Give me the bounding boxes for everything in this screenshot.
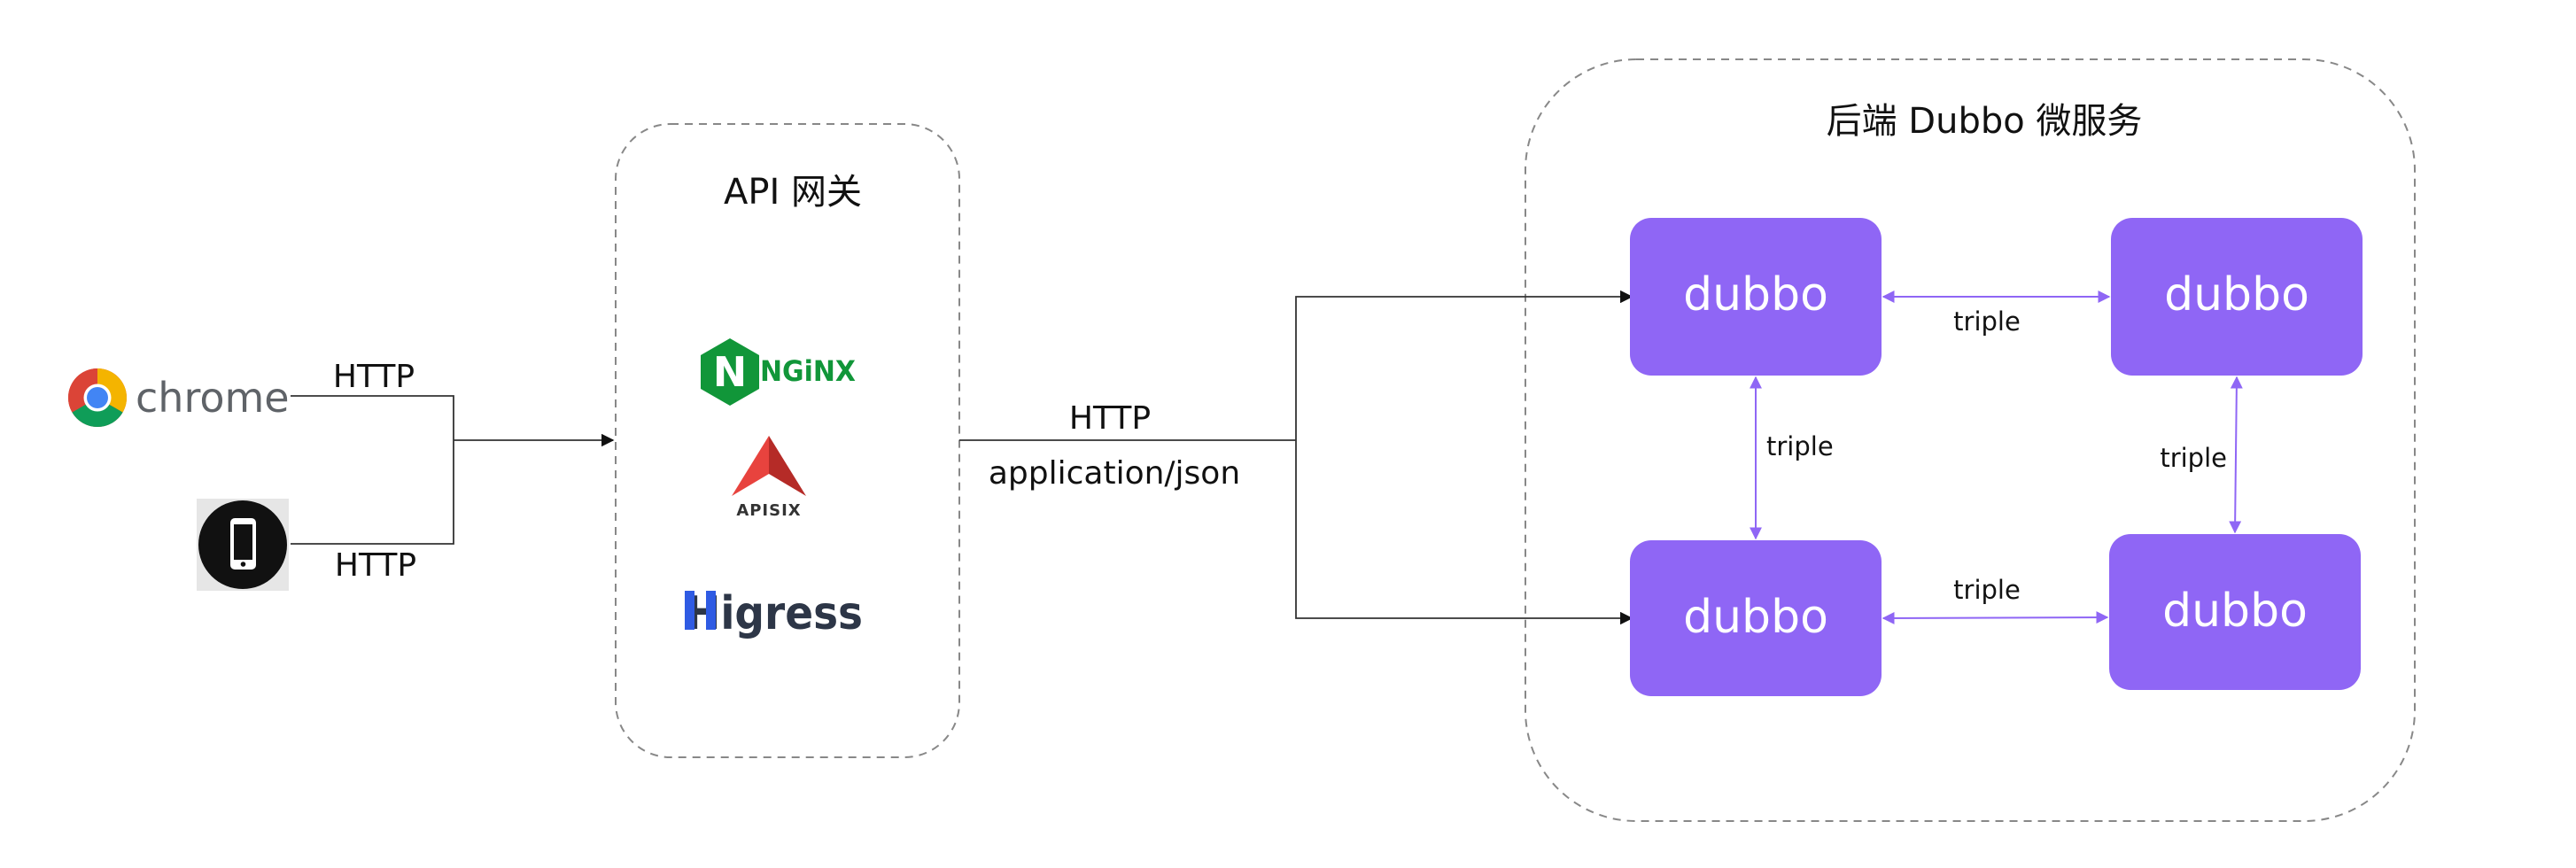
dubbo-node-bottom-left: dubbo [1630,540,1882,696]
backend-container [1525,58,2416,822]
gateway-protocol-label: HTTP [1069,400,1151,437]
dubbo-node-label: dubbo [1683,591,1828,644]
browser-protocol-label: HTTP [333,359,415,395]
content-type-label: application/json [989,455,1240,492]
svg-text:N: N [713,348,748,396]
triple-label-top: triple [1953,306,2021,337]
mobile-phone-icon [197,499,289,591]
nginx-logo: N NGiNX [701,338,856,406]
triple-label-right: triple [2160,443,2227,473]
nginx-logo-text: NGiNX [760,354,856,388]
apisix-logo-text: APISIX [736,501,801,520]
triple-label-left: triple [1766,431,1834,461]
dubbo-node-bottom-right: dubbo [2109,534,2361,690]
dubbo-node-label: dubbo [1683,268,1828,322]
client-connectors [291,395,615,545]
dubbo-node-label: dubbo [2162,585,2308,638]
apisix-logo: APISIX [732,436,806,520]
mobile-protocol-label: HTTP [335,547,416,584]
api-gateway-container [615,123,960,758]
triple-label-bottom: triple [1953,575,2021,605]
dubbo-node-top-right: dubbo [2111,218,2363,376]
dubbo-node-top-left: dubbo [1630,218,1882,376]
gateway-title: API 网关 [724,172,862,213]
higress-logo: Higress [685,587,863,640]
chrome-label: chrome [136,374,290,422]
backend-title: 后端 Dubbo 微服务 [1827,101,2143,142]
gateway-backend-connectors [959,290,1633,625]
triple-links [1750,291,2243,624]
dubbo-node-label: dubbo [2164,268,2309,322]
chrome-icon [67,368,128,428]
